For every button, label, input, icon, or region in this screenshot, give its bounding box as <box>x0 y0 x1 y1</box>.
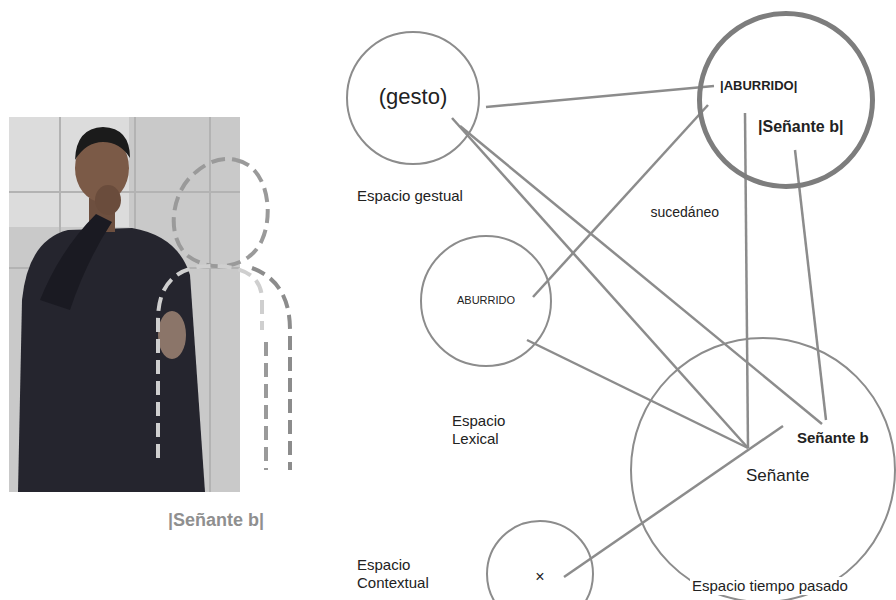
text-slot: |ABURRIDO| <box>720 78 797 94</box>
photo-background <box>9 117 240 492</box>
space-element: Señante b <box>797 429 869 447</box>
signer-shirt <box>18 228 205 492</box>
space-name: Espacio Lexical <box>452 412 527 448</box>
blend-element: |Señante b| <box>758 117 843 136</box>
space-element: × <box>535 567 544 586</box>
contextual-space-circle: ×Espacio Contextual <box>486 520 594 600</box>
circle-border <box>631 338 895 600</box>
signer-hair <box>75 127 130 160</box>
mapping-line <box>452 118 748 448</box>
blend-element: |ABURRIDO| <box>720 78 797 94</box>
space-name: Espacio gestual <box>357 187 463 205</box>
circle-outline <box>697 11 875 189</box>
circle-border <box>421 236 551 366</box>
lexical-space-circle: ABURRIDOEspacio Lexical <box>420 235 552 367</box>
mapping-line <box>564 426 783 577</box>
wall-tiles <box>9 117 240 492</box>
signer-photo <box>9 117 240 492</box>
text-slot: Señante b <box>797 429 869 447</box>
space-name: Espacio Contextual <box>357 556 447 592</box>
gestural-space-circle: (gesto)Espacio gestual <box>346 31 480 165</box>
past-time-space-circle: Señante b SeñanteEspacio tiempo pasado <box>630 337 896 600</box>
mapping-line <box>533 105 708 297</box>
text-slot: Señante <box>746 466 809 486</box>
signer-fist <box>95 185 121 215</box>
mapping-line <box>745 113 748 448</box>
circle-border <box>487 521 593 600</box>
circle-border <box>347 32 479 164</box>
mapping-label: sucedáneo <box>649 204 722 221</box>
space-name: Espacio tiempo pasado <box>690 577 850 595</box>
surrogate-body-outline <box>252 268 290 470</box>
surrogate-outline <box>158 159 290 470</box>
text-slot: (gesto) <box>379 84 447 110</box>
surrogate-label: |Señante b| <box>168 510 264 532</box>
label-slot: |Señante b| <box>168 510 264 532</box>
signer-arm <box>40 214 112 310</box>
signer-hand <box>158 311 186 359</box>
text-slot: Espacio Contextual <box>357 556 447 592</box>
mapping-line <box>795 150 826 420</box>
blend-space-circle: |ABURRIDO| |Señante b| <box>697 11 875 189</box>
text-slot: Espacio gestual <box>357 187 463 205</box>
circle-outline <box>486 520 594 600</box>
surrogate-arch-outline <box>158 266 262 458</box>
surrogate-side-outline <box>264 342 268 470</box>
space-element: ABURRIDO <box>457 294 515 307</box>
surrogate-head-outline <box>174 159 268 266</box>
text-slot: Espacio tiempo pasado <box>690 577 850 595</box>
text-slot: ABURRIDO <box>457 294 515 307</box>
photo-light-wall <box>9 117 129 227</box>
space-element: (gesto) <box>379 84 447 110</box>
circle-border <box>700 14 873 187</box>
edge-label-slot: sucedáneo <box>649 204 722 221</box>
mapping-line <box>486 86 714 107</box>
mapping-line <box>460 126 822 424</box>
space-element: Señante <box>746 466 809 486</box>
text-slot: |Señante b| <box>758 117 843 136</box>
text-slot: × <box>535 567 544 586</box>
text-slot: Espacio Lexical <box>452 412 527 448</box>
